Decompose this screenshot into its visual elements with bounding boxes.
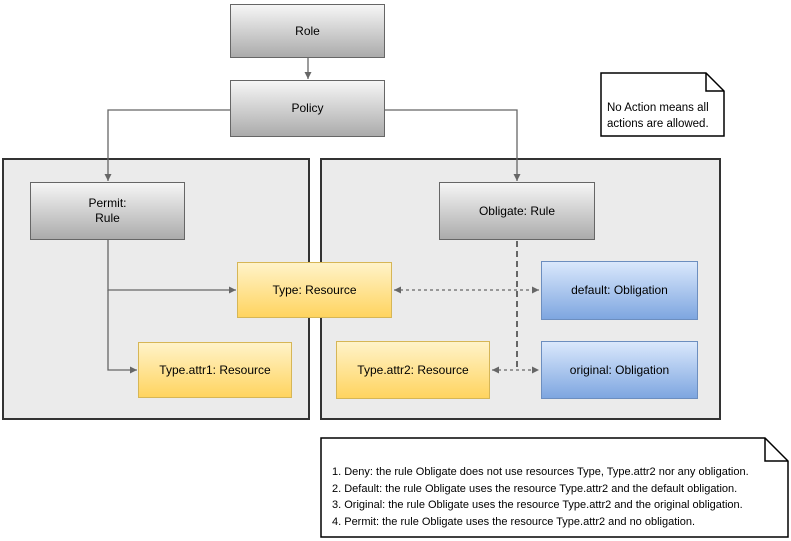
node-type-attr2-resource: Type.attr2: Resource	[336, 341, 490, 399]
note-shape	[320, 437, 789, 538]
edge-permit-type-resource	[107, 240, 236, 294]
edge-policy-obligate	[385, 109, 521, 181]
note-legend-text: 1. Deny: the rule Obligate does not use …	[320, 437, 789, 538]
edge-policy-permit	[104, 109, 230, 181]
node-permit-rule: Permit: Rule	[30, 182, 185, 240]
folded-corner-icon	[764, 438, 788, 462]
node-obligate-rule: Obligate: Rule	[439, 182, 595, 240]
legend-line-1: 1. Deny: the rule Obligate does not use …	[332, 466, 749, 478]
node-type-resource: Type: Resource	[237, 262, 392, 318]
edge-permit-type-attr1	[107, 290, 137, 374]
legend-line-4: 4. Permit: the rule Obligate uses the re…	[332, 515, 696, 528]
node-role: Role	[230, 4, 385, 58]
legend-line-3: 3. Original: the rule Obligate uses the …	[332, 499, 743, 511]
node-original-obligation: original: Obligation	[541, 341, 698, 399]
note-no-action: No Action means all actions are allowed.	[600, 72, 725, 137]
folded-corner-icon	[705, 73, 724, 92]
node-default-obligation: default: Obligation	[541, 261, 698, 320]
node-type-attr1-resource: Type.attr1: Resource	[138, 342, 292, 398]
note-shape	[600, 72, 725, 137]
node-policy: Policy	[230, 80, 385, 137]
note-legend: 1. Deny: the rule Obligate does not use …	[320, 437, 789, 538]
legend-line-2: 2. Default: the rule Obligate uses the r…	[332, 482, 738, 495]
note-no-action-text: No Action means all actions are allowed.	[607, 102, 709, 130]
